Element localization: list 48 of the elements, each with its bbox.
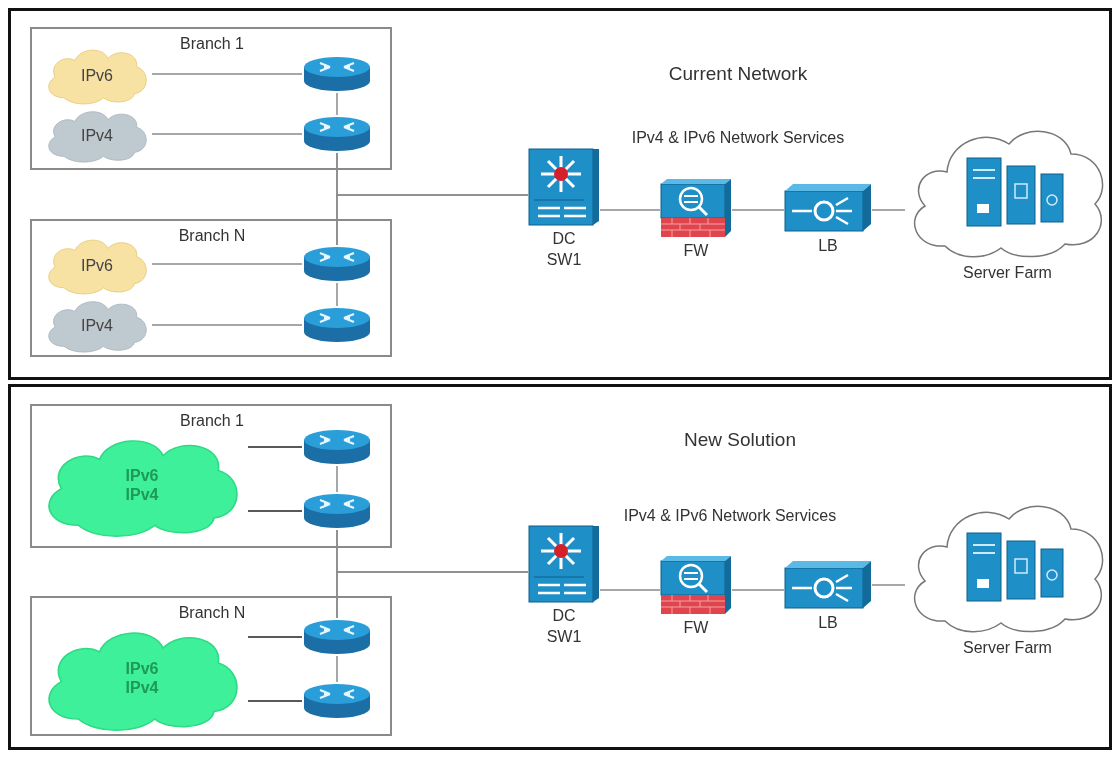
- device-label: DC SW1: [545, 606, 583, 647]
- connection-line: [247, 636, 303, 638]
- connection-line: [247, 700, 303, 702]
- cloud-label: IPv6 IPv4: [124, 659, 160, 697]
- cloud-label: IPv4: [80, 125, 114, 145]
- section-label: IPv4 & IPv6 Network Services: [631, 129, 845, 147]
- network-panel: [8, 384, 1112, 750]
- connection-line: [599, 209, 661, 211]
- connection-line: [247, 446, 303, 448]
- cloud-label: IPv6 IPv4: [124, 466, 160, 504]
- branch-title: Branch N: [178, 227, 246, 245]
- connection-line: [247, 510, 303, 512]
- connection-line: [871, 209, 906, 211]
- connection-line: [151, 263, 303, 265]
- device-label: DC SW1: [545, 229, 583, 270]
- panel-title: Current Network: [668, 63, 808, 85]
- network-panel: [8, 8, 1112, 380]
- device-label: LB: [817, 236, 839, 256]
- connection-line: [151, 73, 303, 75]
- connection-line: [336, 282, 338, 307]
- connection-line: [151, 133, 303, 135]
- device-label: LB: [817, 613, 839, 633]
- branch-title: Branch N: [178, 604, 246, 622]
- server-farm-label: Server Farm: [963, 639, 1052, 657]
- panel-title: New Solution: [684, 429, 796, 451]
- device-label: FW: [682, 241, 710, 261]
- connection-line: [731, 209, 785, 211]
- connection-line: [871, 584, 906, 586]
- connection-line: [336, 194, 529, 246]
- cloud-label: IPv6: [80, 255, 114, 275]
- connection-line: [336, 465, 338, 493]
- branch-title: Branch 1: [180, 35, 244, 53]
- connection-line: [151, 324, 303, 326]
- branch-box: [30, 27, 392, 170]
- section-label: IPv4 & IPv6 Network Services: [623, 507, 837, 525]
- cloud-label: IPv4: [80, 315, 114, 335]
- connection-line: [336, 92, 338, 116]
- connection-line: [336, 571, 529, 619]
- branch-title: Branch 1: [180, 412, 244, 430]
- connection-line: [599, 589, 661, 591]
- cloud-label: IPv6: [80, 65, 114, 85]
- branch-box: [30, 404, 392, 548]
- branch-box: [30, 219, 392, 357]
- device-label: FW: [682, 618, 710, 638]
- connection-line: [336, 655, 338, 683]
- connection-line: [731, 589, 785, 591]
- server-farm-label: Server Farm: [963, 264, 1052, 282]
- branch-box: [30, 596, 392, 736]
